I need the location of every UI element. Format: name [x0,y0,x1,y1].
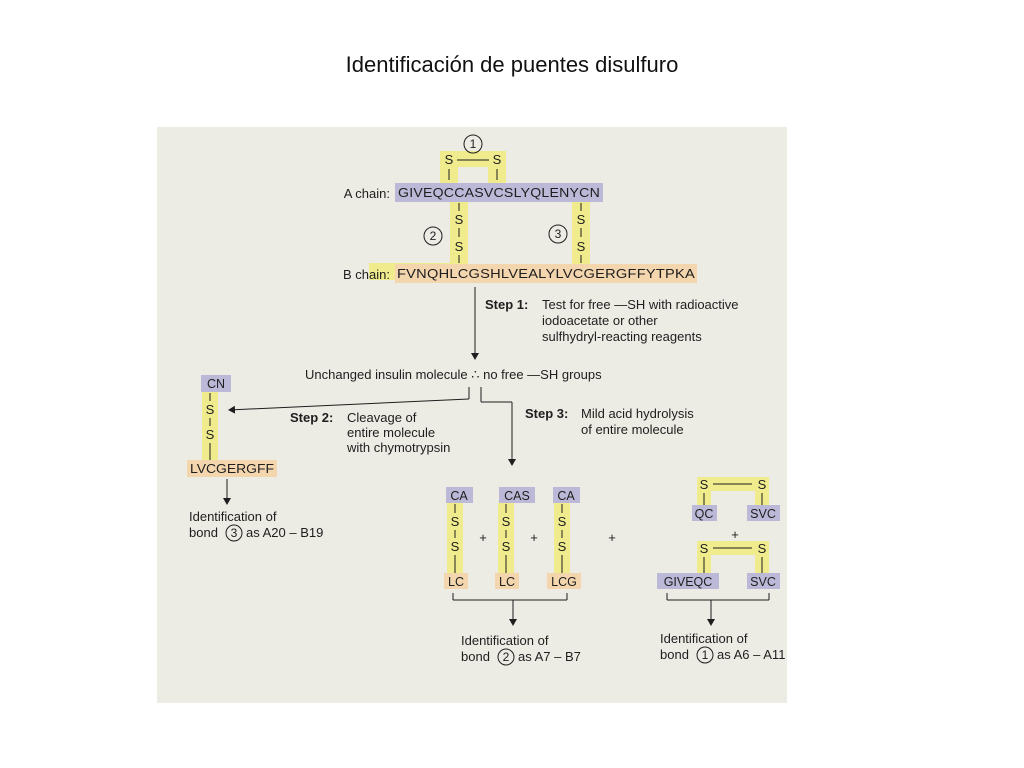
left-frag-id-line1: Identification of [189,509,277,524]
bond1-s-left: S [445,152,454,167]
bond3-highlight [572,202,590,280]
right-upper-left-seq: QC [695,507,714,521]
step1-line-1: Test for free —SH with radioactive [542,297,739,312]
right-id-bond: bond [660,647,689,662]
mid-id-bond: bond [461,649,490,664]
left-frag-top: CN [207,377,225,391]
mid-frag1-bottom: LC [448,575,464,589]
mid-frag1-s-lower: S [451,539,460,554]
step2-arrow [228,398,470,414]
mid-id-number: 2 [503,650,510,664]
right-lower-left-box [657,573,719,589]
mid-frag2-s-upper: S [502,514,511,529]
step2-label: Step 2: [290,410,333,425]
step3-line-1: Mild acid hydrolysis [581,406,694,421]
mid-frag3-bottom: LCG [551,575,577,589]
mid-frag2-bottom-highlight [495,573,519,589]
bond1-top-highlight [440,151,506,167]
right-id-number: 1 [702,648,709,662]
right-id-position: as A6 – A11 [717,647,785,662]
right-upper-left-box [692,505,717,521]
mid-frag3-top: CA [557,489,575,503]
bond2-highlight [450,202,468,280]
right-lower-right-box [747,573,780,589]
mid-frag3-s-upper: S [558,514,567,529]
left-frag-bottom-highlight [187,460,277,477]
mid-plus-2: + [530,530,538,545]
right-upper-left-highlight [697,477,711,505]
mid-plus-1: + [479,530,487,545]
mid-frag3-bottom-highlight [547,573,581,589]
right-upper-right-seq: SVC [750,507,776,521]
right-lower-left-seq: GIVEQC [664,575,713,589]
bond3-s-lower: S [577,239,586,254]
page-title: Identificación de puentes disulfuro [345,52,679,77]
right-lower-right-seq: SVC [750,575,776,589]
right-id-line1: Identification of [660,631,748,646]
left-frag-id-position: as A20 – B19 [246,525,323,540]
bond1-circle [463,134,483,154]
right-upper-s-right: S [758,477,767,492]
mid-frag1-s-upper: S [451,514,460,529]
mid-frag2-top-highlight [499,487,535,503]
mid-right-plus: + [608,530,616,545]
right-id-circle [696,646,714,664]
mid-frag2-top: CAS [504,489,530,503]
step1-label: Step 1: [485,297,528,312]
right-upper-right-box [747,505,780,521]
mid-id-position: as A7 – B7 [518,649,581,664]
bond2-circle [423,226,443,246]
mid-frag1-top: CA [450,489,468,503]
mid-id-circle [497,648,515,666]
a-chain-highlight [395,183,603,202]
bond3-circle [548,224,568,244]
step1-line-2: iodoacetate or other [542,313,658,328]
right-lower-s-left: S [700,541,709,556]
mid-frag2-s-lower: S [502,539,511,554]
right-upper-right-highlight [755,477,769,505]
left-frag-link-highlight [202,392,218,461]
step1-line-3: sulfhydryl-reacting reagents [542,329,702,344]
bond3-number: 3 [555,227,562,241]
left-frag-id-bond: bond [189,525,218,540]
mid-frag3-top-highlight [553,487,580,503]
step3-line-2: of entire molecule [581,422,684,437]
mid-frag1-bottom-highlight [444,573,468,589]
b-chain-label: B chain: [343,267,390,282]
right-upper-s-left: S [700,477,709,492]
left-frag-s-upper: S [206,402,215,417]
left-frag-id-number: 3 [231,526,238,540]
step2-line-1: Cleavage of [347,410,417,425]
b-chain-sequence: FVNQHLCGSHLVEALYLVCGERGFFYTPKA [397,267,696,281]
bond3-s-upper: S [577,212,586,227]
left-frag-top-highlight [201,375,231,392]
left-frag-s-lower: S [206,427,215,442]
bond2-s-upper: S [455,212,464,227]
step2-line-2: entire molecule [347,425,435,440]
bond2-number: 2 [430,229,437,243]
right-plus: + [731,527,739,542]
bond2-s-lower: S [455,239,464,254]
a-chain-label: A chain: [344,186,390,201]
mid-frag3-s-lower: S [558,539,567,554]
b-chain-highlight [395,264,697,283]
mid-frag1-top-highlight [446,487,473,503]
bond1-number: 1 [470,137,477,151]
disulfide-diagram: 1 S S A chain: GIVEQCCASVCSLYQLENYCN S S… [187,134,785,666]
unchanged-molecule-text: Unchanged insulin molecule ∴ no free —SH… [305,367,602,382]
mid-frag2-bottom: LC [499,575,515,589]
bond1-s-right: S [493,152,502,167]
disulfide-figure: 1 S S A chain: GIVEQCCASVCSLYQLENYCN S S… [157,127,787,703]
left-frag-bottom: LVCGERGFF [190,462,274,476]
a-chain-sequence: GIVEQCCASVCSLYQLENYCN [398,186,600,200]
left-frag-id-circle [225,524,243,542]
step3-label: Step 3: [525,406,568,421]
right-lower-s-right: S [758,541,767,556]
step2-line-3: with chymotrypsin [346,440,450,455]
mid-id-line1: Identification of [461,633,549,648]
